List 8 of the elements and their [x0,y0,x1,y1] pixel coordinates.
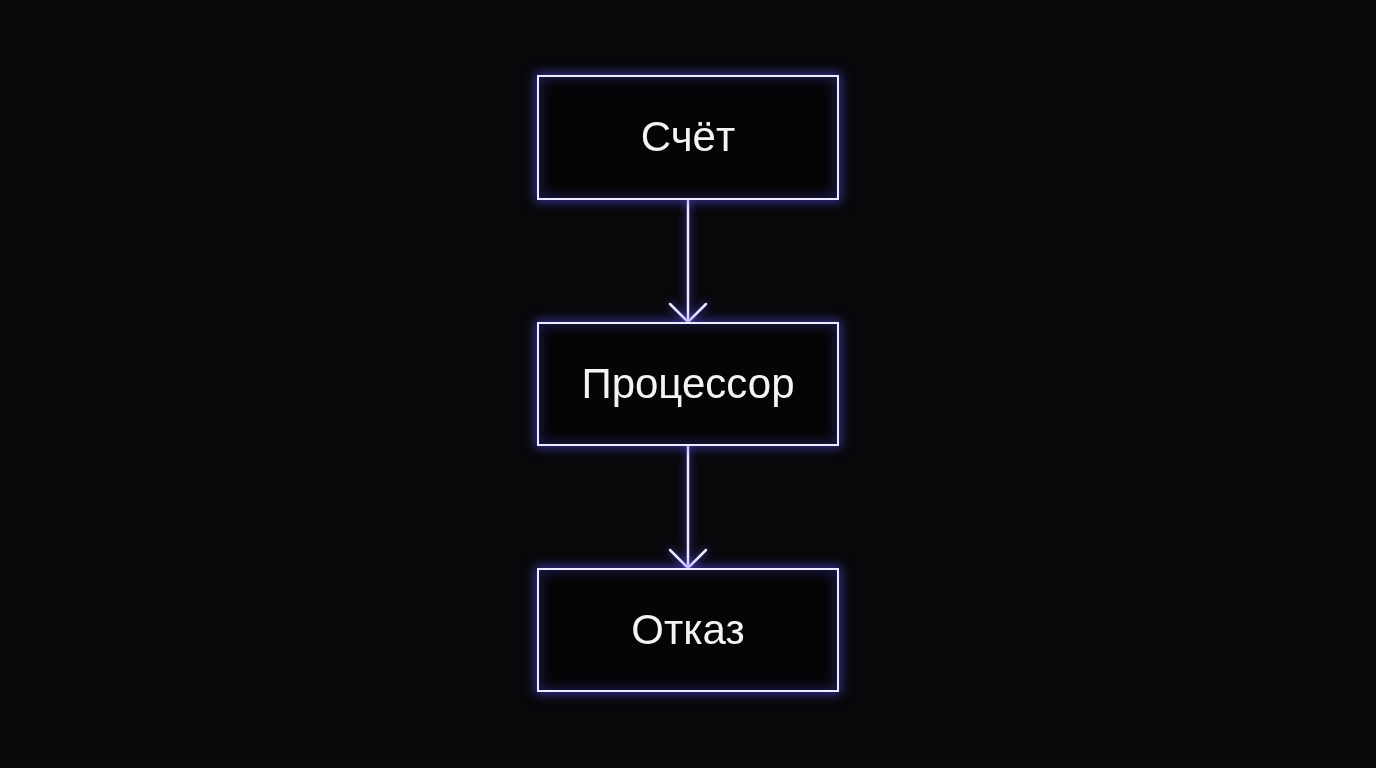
arrow [668,446,708,570]
arrow [668,200,708,324]
process-box [537,568,839,692]
node-label: Счёт [640,114,736,161]
node-label: Процессор [581,360,795,408]
process-box [537,322,839,446]
node-label: Отказ [631,606,745,654]
process-box [537,75,839,200]
